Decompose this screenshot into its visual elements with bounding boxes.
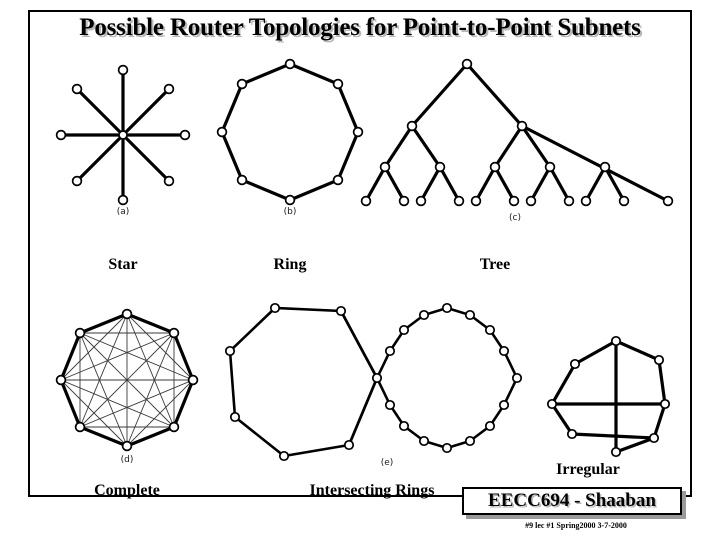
page-title: Possible Router Topologies for Point-to-… — [79, 14, 641, 41]
course-badge: EECC694 - Shaaban — [462, 487, 682, 515]
caption-ring: Ring — [273, 256, 307, 273]
sublabel-star: (a) — [116, 207, 130, 217]
course-badge-label: EECC694 - Shaaban — [488, 490, 656, 511]
footer-note: #9 lec #1 Spring2000 3-7-2000 — [525, 521, 627, 530]
caption-intersecting-rings: Intersecting Rings — [309, 482, 435, 499]
sublabel-intersecting-rings: (e) — [380, 458, 394, 468]
caption-tree: Tree — [479, 256, 511, 273]
caption-star: Star — [108, 256, 138, 273]
caption-irregular: Irregular — [556, 461, 620, 478]
sublabel-ring: (b) — [283, 207, 297, 217]
sublabel-complete: (d) — [120, 455, 134, 465]
caption-complete: Complete — [94, 482, 160, 499]
sublabel-tree: (c) — [509, 213, 521, 223]
slide-frame — [28, 10, 692, 497]
